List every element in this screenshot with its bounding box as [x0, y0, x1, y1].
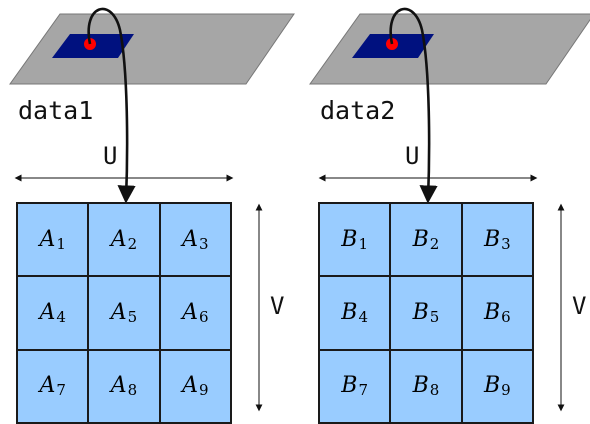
u-label: U [405, 142, 420, 170]
source-plane [309, 13, 590, 85]
grid-cell: A5 [89, 277, 159, 349]
grid-cell: A3 [160, 204, 230, 276]
grid-cell: A8 [89, 350, 159, 422]
data-label: data1 [18, 96, 94, 125]
grid-cell: B1 [320, 204, 390, 276]
grid-cell: A6 [160, 277, 230, 349]
grid-cell: B7 [320, 350, 390, 422]
data-label: data2 [320, 96, 396, 125]
grid-cell: A4 [18, 277, 88, 349]
grid-cell: A1 [18, 204, 88, 276]
grid-cell: B9 [462, 350, 532, 422]
v-label: V [270, 292, 285, 320]
texture-grid: B1 B2 B3 B4 B5 B6 B7 B8 B9 [318, 202, 534, 424]
grid-cell: B5 [391, 277, 461, 349]
source-plane [9, 13, 295, 85]
u-label: U [103, 142, 118, 170]
grid-cell: B2 [391, 204, 461, 276]
v-label: V [572, 292, 587, 320]
lookup-arrow [87, 7, 136, 204]
grid-cell: B3 [462, 204, 532, 276]
grid-cell: A2 [89, 204, 159, 276]
lookup-arrow [389, 7, 438, 204]
texture-grid: A1 A2 A3 A4 A5 A6 A7 A8 A9 [16, 202, 232, 424]
grid-cell: B8 [391, 350, 461, 422]
panel-data1 [9, 7, 295, 412]
grid-cell: A7 [18, 350, 88, 422]
grid-cell: B6 [462, 277, 532, 349]
grid-cell: A9 [160, 350, 230, 422]
panel-data2 [309, 7, 590, 412]
grid-cell: B4 [320, 277, 390, 349]
